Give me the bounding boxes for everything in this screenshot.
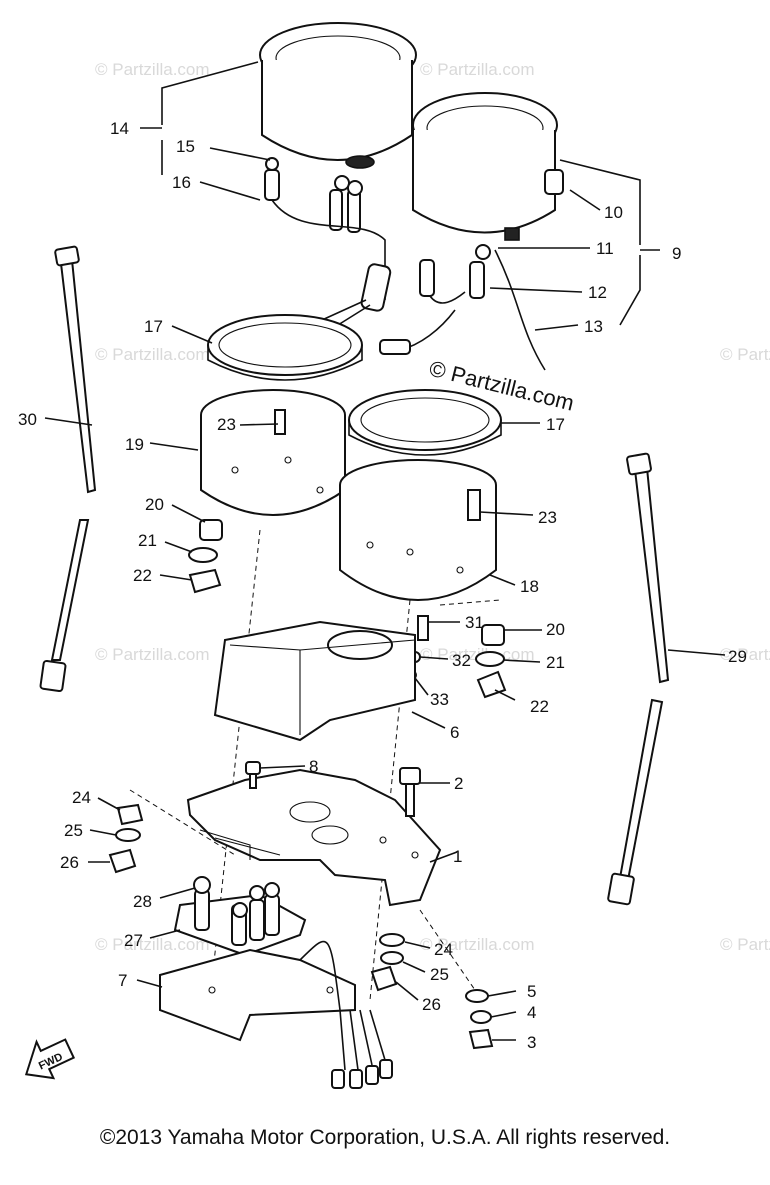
callout-16: 16 <box>172 173 191 192</box>
hardware-left <box>188 519 223 594</box>
callout-26: 26 <box>422 995 441 1014</box>
leader-lines <box>44 61 726 1041</box>
tachometer-cable <box>607 452 670 906</box>
watermark: © Partzilla.com <box>420 60 535 79</box>
callout-14: 14 <box>110 119 129 138</box>
speedometer-assembly <box>259 22 417 169</box>
callout-11: 11 <box>596 239 614 258</box>
copyright-notice: ©2013 Yamaha Motor Corporation, U.S.A. A… <box>99 1126 671 1149</box>
speedometer-cable <box>39 245 97 693</box>
callout-20: 20 <box>145 495 164 514</box>
callout-29: 29 <box>728 647 747 666</box>
callout-18: 18 <box>520 577 539 596</box>
callout-15: 15 <box>176 137 195 156</box>
watermark: © Partzilla.com <box>420 935 535 954</box>
callout-20: 20 <box>546 620 565 639</box>
lower-cover <box>159 940 393 1089</box>
callout-24: 24 <box>72 788 91 807</box>
callout-3: 3 <box>527 1033 536 1052</box>
callout-23: 23 <box>217 415 236 434</box>
watermark: © Partzilla.com <box>720 645 770 664</box>
callout-30: 30 <box>18 410 37 429</box>
callout-24: 24 <box>434 940 453 959</box>
callout-13: 13 <box>584 317 603 336</box>
watermark: © Partzilla.com <box>720 345 770 364</box>
watermark-layer: © Partzilla.com © Partzilla.com © Partzi… <box>95 60 770 954</box>
callout-17: 17 <box>546 415 565 434</box>
bolts <box>245 761 421 817</box>
meter-bracket <box>213 620 416 742</box>
watermark: © Partzilla.com <box>95 935 210 954</box>
callout-1: 1 <box>453 847 462 866</box>
mounting-plate <box>186 768 442 907</box>
meter-case-left <box>200 389 346 516</box>
callout-4: 4 <box>527 1003 536 1022</box>
callout-25: 25 <box>430 965 449 984</box>
meter-case-right <box>339 459 497 601</box>
callout-32: 32 <box>452 651 471 670</box>
forward-arrow-icon: FWD <box>24 1038 76 1080</box>
callout-28: 28 <box>133 892 152 911</box>
callout-27: 27 <box>124 931 143 950</box>
callout-9: 9 <box>672 244 681 263</box>
watermark: © Partzilla.com <box>95 645 210 664</box>
callout-22: 22 <box>133 566 152 585</box>
callout-31: 31 <box>465 613 484 632</box>
tachometer-assembly <box>379 92 564 371</box>
watermark: © Partzilla.com <box>95 345 210 364</box>
callout-8: 8 <box>309 757 318 776</box>
watermark: © Partzilla.com <box>95 60 210 79</box>
callout-21: 21 <box>138 531 157 550</box>
callout-21: 21 <box>546 653 565 672</box>
bulb-socket-set <box>264 157 392 331</box>
callout-2: 2 <box>454 774 463 793</box>
callout-25: 25 <box>64 821 83 840</box>
callout-19: 19 <box>125 435 144 454</box>
callout-23: 23 <box>538 508 557 527</box>
callout-22: 22 <box>530 697 549 716</box>
callout-7: 7 <box>118 971 127 990</box>
callout-6: 6 <box>450 723 459 742</box>
indicator-socket-block <box>173 876 307 957</box>
callout-17: 17 <box>144 317 163 336</box>
callout-12: 12 <box>588 283 607 302</box>
hardware-bottom-right <box>370 933 494 1050</box>
callout-10: 10 <box>604 203 623 222</box>
callout-33: 33 <box>430 690 449 709</box>
watermark: © Partzilla.com <box>420 645 535 664</box>
callout-labels: 1 2 3 4 5 6 7 8 9 10 11 12 13 14 15 16 1… <box>18 119 747 1052</box>
callout-5: 5 <box>527 982 536 1001</box>
gasket-ring <box>207 314 363 381</box>
hardware-bottom-left <box>108 803 144 874</box>
watermark: © Partzilla.com <box>720 935 770 954</box>
callout-26: 26 <box>60 853 79 872</box>
gasket-ring <box>348 389 502 456</box>
